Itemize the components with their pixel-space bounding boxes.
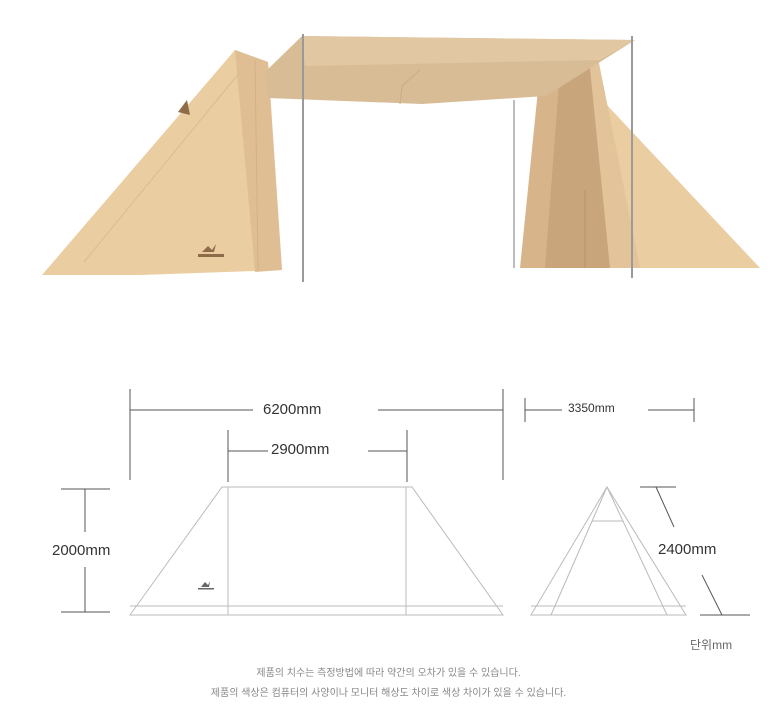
left-wing-canvas: [42, 50, 282, 275]
side-view-tent-outline: [129, 486, 504, 616]
depth-label: 3350mm: [568, 401, 615, 415]
front-view-tent-outline: [530, 486, 687, 616]
right-wing-canvas: [520, 55, 760, 268]
center-width-label: 2900mm: [271, 441, 330, 458]
total-width-dimension-line: [129, 389, 504, 480]
brand-logo-icon: [198, 244, 224, 257]
tarp-canopy: [265, 36, 635, 105]
tent-illustration: [42, 34, 760, 282]
total-width-label: 6200mm: [263, 401, 322, 418]
dimension-diagram: [61, 389, 750, 616]
dimension-disclaimer: 제품의 치수는 측정방법에 따라 약간의 오차가 있을 수 있습니다.: [256, 668, 521, 679]
side-view-logo-icon: [198, 581, 214, 590]
front-height-label: 2400mm: [658, 541, 717, 558]
center-width-dimension-line: [227, 430, 408, 482]
front-height-dimension-line: [640, 486, 750, 616]
unit-label: 단위mm: [690, 638, 733, 652]
side-height-label: 2000mm: [52, 542, 111, 559]
side-height-dimension-line: [61, 488, 110, 613]
color-disclaimer: 제품의 색상은 컴퓨터의 사양이나 모니터 해상도 차이로 색상 차이가 있을 …: [210, 688, 567, 699]
depth-dimension-line: [524, 398, 695, 422]
